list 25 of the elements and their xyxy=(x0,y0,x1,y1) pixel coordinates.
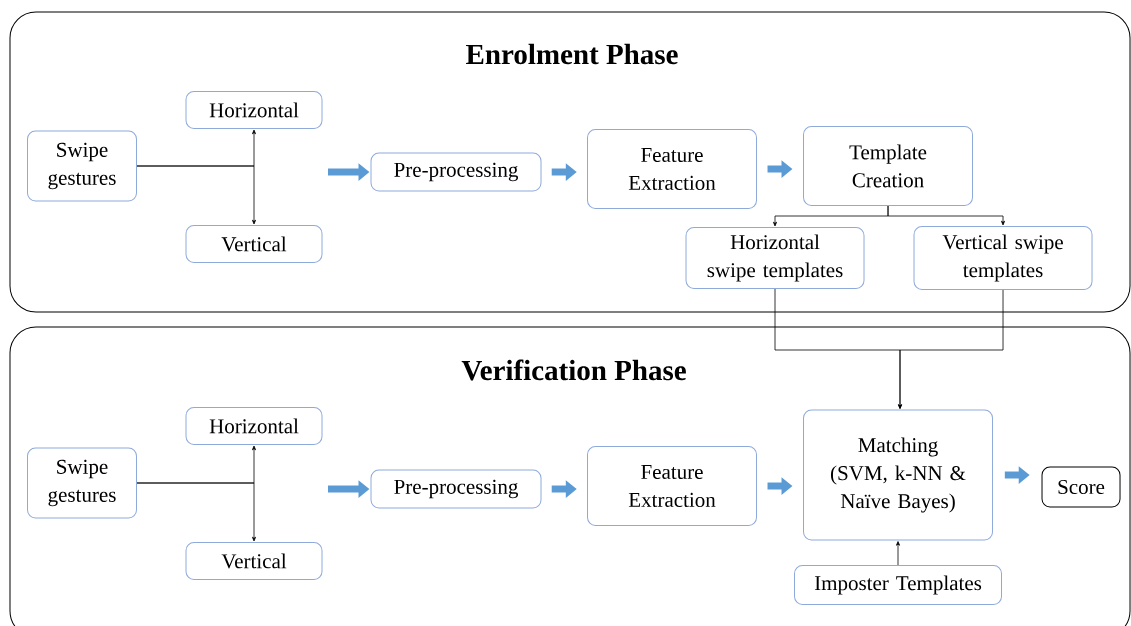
process-box: Pre-processing xyxy=(370,469,542,509)
arrow xyxy=(136,165,256,225)
process-box: Pre-processing xyxy=(370,152,542,192)
process-box: Feature Extraction xyxy=(587,446,757,526)
panel-heading: Enrolment Phase xyxy=(466,43,678,65)
arrow xyxy=(896,541,900,566)
arrow xyxy=(887,205,1005,226)
process-box: Horizontal xyxy=(185,407,323,445)
process-box: Vertical xyxy=(185,542,323,580)
process-box: Horizontal swipe templates xyxy=(685,227,865,289)
arrow xyxy=(898,289,1004,409)
process-box: Feature Extraction xyxy=(587,129,757,209)
process-box: Imposter Templates xyxy=(794,565,1002,605)
process-box: Horizontal xyxy=(185,91,323,129)
process-box: Matching (SVM, k-NN & Naïve Bayes) xyxy=(803,409,993,541)
process-box: Score xyxy=(1041,466,1121,508)
process-box: Template Creation xyxy=(803,126,973,206)
process-box: Swipe gestures xyxy=(27,447,137,519)
process-box: Swipe gestures xyxy=(27,130,137,202)
phase-panel xyxy=(9,11,1131,313)
process-box: Vertical xyxy=(185,225,323,263)
phase-panel xyxy=(9,326,1131,626)
arrow xyxy=(136,482,256,542)
process-box: Vertical swipe templates xyxy=(913,226,1093,290)
panel-heading: Verification Phase xyxy=(461,359,686,381)
